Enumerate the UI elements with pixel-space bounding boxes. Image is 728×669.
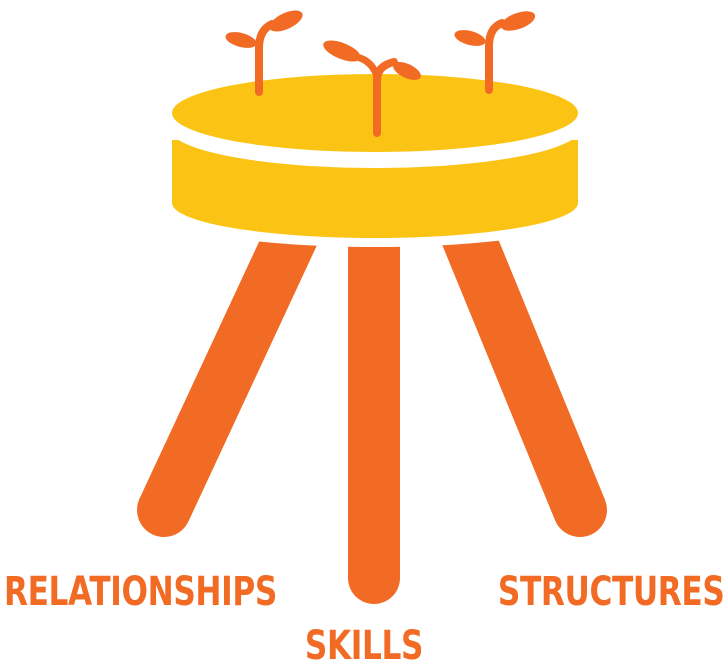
label-relationships: RELATIONSHIPS <box>4 569 277 615</box>
sprout-icon <box>323 40 421 137</box>
stool-seat-icon <box>160 74 590 247</box>
label-skills: SKILLS <box>304 623 424 669</box>
sprout-icon <box>454 11 536 94</box>
stool-leg-right <box>435 195 607 537</box>
stool-leg-left <box>137 195 325 537</box>
label-structures: STRUCTURES <box>497 569 724 615</box>
stool-legs <box>137 195 607 604</box>
sprouts <box>225 10 536 137</box>
sprout-icon <box>225 10 303 96</box>
